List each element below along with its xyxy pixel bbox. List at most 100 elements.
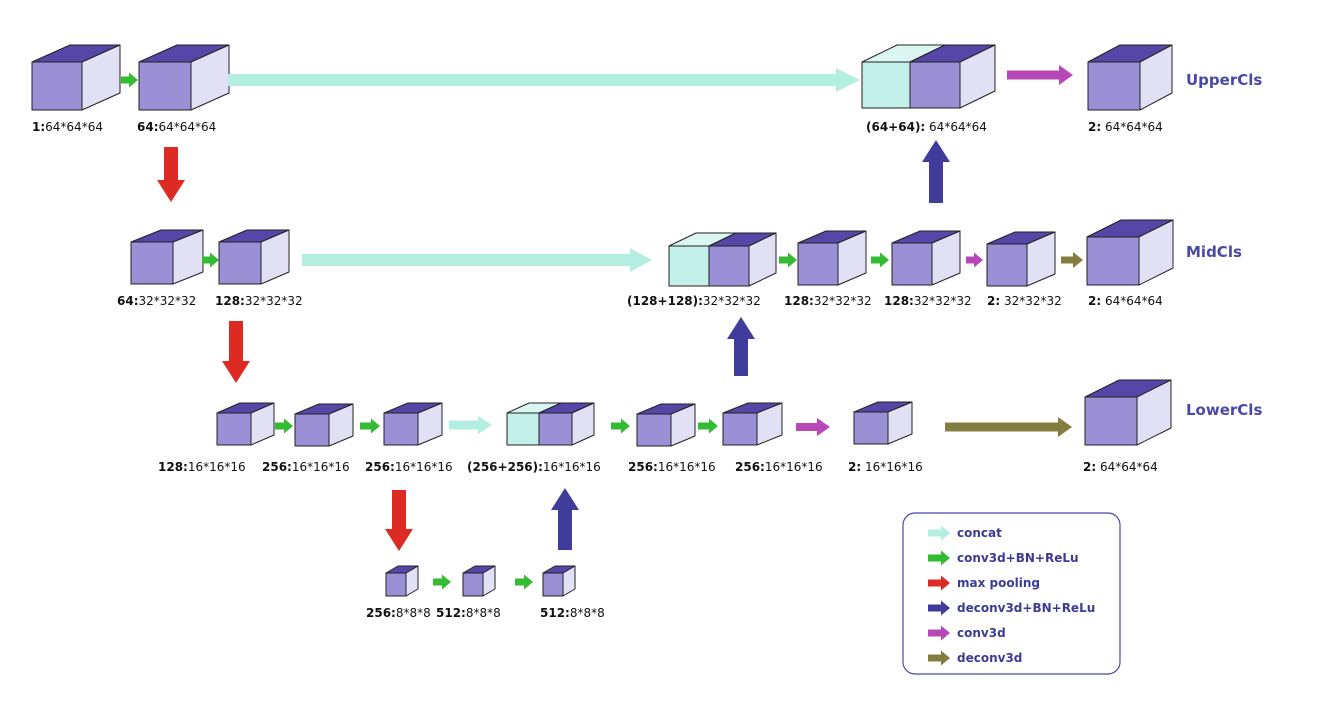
- feature-label: 1:64*64*64: [32, 120, 103, 134]
- cube-front-face: [385, 572, 407, 597]
- branch-label-upper: UpperCls: [1186, 71, 1262, 89]
- legend-label-deconv-bn: deconv3d+BN+ReLu: [957, 601, 1095, 615]
- cube-m7: [1086, 219, 1174, 286]
- legend-box: [902, 512, 1121, 675]
- max-pooling-arrow: [385, 490, 413, 551]
- cube-layer: [31, 44, 1174, 597]
- arrow-layer: [121, 65, 1083, 590]
- cube-b2: [462, 565, 496, 597]
- cube-front-face: [130, 241, 174, 285]
- feature-label: 256:8*8*8: [366, 606, 431, 620]
- concat-front-face: [861, 61, 911, 109]
- cube-front-face: [31, 61, 83, 111]
- feature-label: 256:16*16*16: [628, 460, 716, 474]
- cube-l3: [383, 402, 443, 446]
- feature-label: 2: 64*64*64: [1088, 120, 1163, 134]
- feature-label: 512:8*8*8: [436, 606, 501, 620]
- legend-label-conv-bn: conv3d+BN+ReLu: [957, 551, 1079, 565]
- cube-u2: [138, 44, 230, 111]
- feature-label: (128+128):32*32*32: [627, 294, 761, 308]
- legend: concat conv3d+BN+ReLu max pooling deconv…: [902, 512, 1121, 675]
- concat-cube-m3: [668, 232, 777, 287]
- cube-u1: [31, 44, 121, 111]
- conv-bn-arrow: [360, 418, 380, 434]
- cube-front-face: [722, 412, 758, 446]
- cube-m5: [891, 230, 961, 286]
- branch-label-mid: MidCls: [1186, 243, 1242, 261]
- concat-cube-l4: [506, 402, 595, 446]
- cube-front-face: [462, 572, 484, 597]
- cube-l5: [636, 403, 696, 447]
- cube-l6: [722, 402, 783, 446]
- feature-label: 64:64*64*64: [137, 120, 216, 134]
- deconv3d-arrow: [1061, 252, 1083, 268]
- conv-bn-arrow: [202, 252, 219, 268]
- feature-label: 256:16*16*16: [262, 460, 350, 474]
- cube-front-face: [538, 412, 573, 446]
- deconv3d-arrow: [945, 417, 1072, 437]
- deconv-bn-arrow: [727, 317, 755, 376]
- concat-front-face: [506, 412, 540, 446]
- conv-bn-arrow: [121, 72, 138, 88]
- cube-front-face: [218, 241, 262, 285]
- conv3d-arrow: [1007, 65, 1073, 85]
- cube-l1: [216, 402, 275, 446]
- conv3d-arrow: [796, 418, 830, 436]
- cube-front-face: [216, 412, 252, 446]
- legend-label-concat: concat: [957, 526, 1002, 540]
- conv-bn-arrow: [698, 418, 718, 434]
- cube-m2: [218, 229, 290, 285]
- legend-conv3d-arrow: [928, 625, 950, 641]
- concat-arrow: [449, 416, 492, 434]
- feature-label: (64+64): 64*64*64: [866, 120, 987, 134]
- feature-label: 128:16*16*16: [158, 460, 246, 474]
- branch-label-lower: LowerCls: [1186, 401, 1262, 419]
- conv-bn-arrow: [611, 418, 630, 434]
- cube-m6: [986, 231, 1056, 287]
- cube-front-face: [383, 412, 419, 446]
- cube-front-face: [708, 245, 750, 287]
- deconv-bn-arrow: [922, 140, 950, 203]
- cube-l2: [294, 403, 354, 447]
- feature-label: 2: 64*64*64: [1088, 294, 1163, 308]
- cube-front-face: [853, 411, 889, 445]
- feature-label: 256:16*16*16: [365, 460, 453, 474]
- legend-label-deconv3d: deconv3d: [957, 651, 1022, 665]
- legend-label-maxpool: max pooling: [957, 576, 1040, 590]
- concat-front-face: [668, 245, 710, 287]
- conv-bn-arrow: [275, 418, 293, 434]
- cube-l7: [853, 401, 913, 445]
- cube-front-face: [542, 572, 564, 597]
- feature-label: (256+256):16*16*16: [467, 460, 601, 474]
- feature-label: 512:8*8*8: [540, 606, 605, 620]
- feature-label: 256:16*16*16: [735, 460, 823, 474]
- cube-front-face: [1086, 236, 1140, 286]
- conv-bn-arrow: [515, 574, 533, 590]
- cube-front-face: [636, 413, 672, 447]
- cube-front-face: [1084, 396, 1138, 446]
- deconv-bn-arrow: [551, 488, 579, 550]
- legend-deconv-bn-arrow: [928, 600, 950, 616]
- max-pooling-arrow: [222, 321, 250, 383]
- cube-m4: [797, 230, 867, 286]
- legend-concat-arrow: [928, 525, 950, 541]
- feature-label: 128:32*32*32: [215, 294, 303, 308]
- conv-bn-arrow: [779, 252, 797, 268]
- conv-bn-arrow: [433, 574, 451, 590]
- feature-label: 2: 32*32*32: [987, 294, 1062, 308]
- concat-cube-u3: [861, 44, 996, 109]
- cube-front-face: [1087, 61, 1141, 111]
- cube-b1: [385, 565, 419, 597]
- feature-label: 64:32*32*32: [117, 294, 196, 308]
- feature-label: 2: 64*64*64: [1083, 460, 1158, 474]
- cube-front-face: [909, 61, 961, 109]
- cube-u4: [1087, 44, 1173, 111]
- cube-m1: [130, 229, 204, 285]
- conv-bn-arrow: [871, 252, 889, 268]
- legend-deconv3d-arrow: [928, 650, 950, 666]
- cube-front-face: [294, 413, 330, 447]
- concat-arrow: [302, 248, 652, 272]
- legend-maxpool-arrow: [928, 575, 950, 591]
- max-pooling-arrow: [157, 147, 185, 202]
- cube-l8: [1084, 379, 1172, 446]
